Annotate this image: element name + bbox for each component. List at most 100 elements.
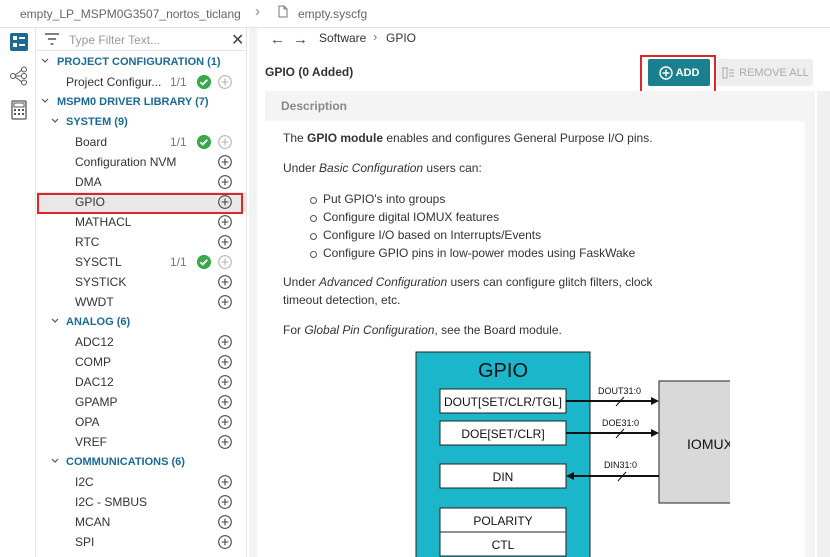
tree-item-sysctl[interactable]: SYSCTL 1/1 (37, 252, 246, 272)
add-circle-icon[interactable] (218, 415, 232, 429)
tree-item-label: MCAN (75, 515, 111, 529)
chevron-down-icon[interactable] (41, 57, 49, 65)
chevron-down-icon[interactable] (51, 457, 59, 465)
software-view-icon[interactable] (9, 32, 29, 52)
add-circle-icon[interactable] (218, 475, 232, 489)
add-circle-icon[interactable] (218, 355, 232, 369)
breadcrumb-software[interactable]: Software (319, 31, 367, 45)
file-tab[interactable]: empty.syscfg (298, 7, 368, 21)
tree-item-label: DMA (75, 175, 102, 189)
tree-item-label: VREF (75, 435, 108, 449)
module-tree-panel: ✕ PROJECT CONFIGURATION (1) Project Conf… (37, 28, 247, 557)
tree-item-gpamp[interactable]: GPAMP (37, 392, 246, 412)
check-circle-icon (197, 135, 211, 149)
scrollbar-thumb[interactable] (817, 91, 830, 557)
tree-item-label: I2C - SMBUS (75, 495, 148, 509)
category-project-configuration[interactable]: PROJECT CONFIGURATION (1) (37, 52, 246, 72)
bullet-item: Put GPIO's into groups (309, 192, 446, 206)
close-icon[interactable]: ✕ (231, 32, 245, 49)
arrow-left-icon[interactable]: ← (270, 31, 285, 48)
tree-item-configuration-nvm[interactable]: Configuration NVM (37, 152, 246, 172)
add-circle-icon[interactable] (218, 135, 232, 149)
category-label: PROJECT CONFIGURATION (1) (57, 56, 221, 68)
remove-all-button[interactable]: REMOVE ALL (717, 59, 813, 86)
add-circle-icon[interactable] (218, 335, 232, 349)
arrow-head (651, 429, 659, 437)
content-scrollbar[interactable] (817, 91, 830, 557)
add-circle-icon[interactable] (218, 375, 232, 389)
add-circle-icon[interactable] (218, 215, 232, 229)
calculator-icon[interactable] (9, 100, 29, 120)
tree-item-rtc[interactable]: RTC (37, 232, 246, 252)
add-circle-icon[interactable] (218, 435, 232, 449)
add-circle-icon[interactable] (218, 495, 232, 509)
add-circle-icon[interactable] (218, 395, 232, 409)
scrollbar-thumb[interactable] (249, 28, 257, 557)
activity-bar (0, 28, 36, 557)
tree-item-mcan[interactable]: MCAN (37, 512, 246, 532)
add-button[interactable]: ADD (648, 59, 710, 86)
filter-bar: ✕ (37, 28, 246, 51)
filter-input[interactable] (69, 31, 219, 48)
tree-item-label: SPI (75, 535, 95, 549)
tree-item-opa[interactable]: OPA (37, 412, 246, 432)
tree-item-wwdt[interactable]: WWDT (37, 292, 246, 312)
tree-item-systick[interactable]: SYSTICK (37, 272, 246, 292)
hierarchy-view-icon[interactable] (9, 66, 29, 86)
description-paragraph: For Global Pin Configuration, see the Bo… (283, 321, 562, 339)
category-analog[interactable]: ANALOG (6) (37, 312, 246, 332)
chevron-down-icon[interactable] (51, 317, 59, 325)
signal-label: DOUT31:0 (598, 386, 641, 396)
tree-item-gpio[interactable]: GPIO (37, 192, 246, 214)
add-circle-icon[interactable] (218, 235, 232, 249)
category-mspm0-driver-library[interactable]: MSPM0 DRIVER LIBRARY (7) (37, 92, 246, 112)
add-circle-icon[interactable] (218, 295, 232, 309)
register-box (439, 463, 567, 489)
register-label: POLARITY (473, 514, 532, 528)
bullet-item: Configure digital IOMUX features (309, 210, 500, 224)
tree-item-i2c[interactable]: I2C (37, 472, 246, 492)
sidebar-scrollbar[interactable] (249, 28, 258, 557)
tree-item-mathacl[interactable]: MATHACL (37, 212, 246, 232)
category-label: COMMUNICATIONS (6) (66, 456, 185, 468)
add-circle-icon[interactable] (218, 275, 232, 289)
tree-item-board[interactable]: Board 1/1 (37, 132, 246, 152)
title-tabbar: empty_LP_MSPM0G3507_nortos_ticlang › emp… (0, 0, 830, 28)
chevron-down-icon[interactable] (41, 97, 49, 105)
text-italic: Basic Configuration (319, 161, 424, 175)
register-box (439, 531, 567, 557)
register-label: CTL (492, 538, 515, 552)
category-communications[interactable]: COMMUNICATIONS (6) (37, 452, 246, 472)
add-circle-icon[interactable] (218, 155, 232, 169)
tree-item-label: Project Configur... (66, 75, 162, 89)
add-button-label: ADD (675, 66, 700, 79)
add-circle-icon[interactable] (218, 255, 232, 269)
add-circle-icon[interactable] (218, 75, 232, 89)
tree-item-i2c-smbus[interactable]: I2C - SMBUS (37, 492, 246, 512)
remove-all-label: REMOVE ALL (739, 66, 809, 79)
tree-item-label: MATHACL (75, 215, 132, 229)
tree-item-label: COMP (75, 355, 111, 369)
tree-item-label: SYSTICK (75, 275, 127, 289)
project-breadcrumb[interactable]: empty_LP_MSPM0G3507_nortos_ticlang (20, 7, 241, 21)
chevron-right-icon: › (373, 29, 378, 44)
add-circle-icon[interactable] (218, 515, 232, 529)
tree-item-spi[interactable]: SPI (37, 532, 246, 552)
tree-item-comp[interactable]: COMP (37, 352, 246, 372)
iomux-label: IOMUX (687, 436, 730, 452)
tree-item-adc12[interactable]: ADC12 (37, 332, 246, 352)
add-circle-icon[interactable] (218, 175, 232, 189)
description-heading[interactable]: Description (281, 99, 348, 113)
tree-item-dac12[interactable]: DAC12 (37, 372, 246, 392)
arrow-head (651, 397, 659, 405)
tree-item-vref[interactable]: VREF (37, 432, 246, 452)
tree-item-project-configuration[interactable]: Project Configur... 1/1 (37, 72, 246, 92)
arrow-right-icon[interactable]: → (293, 31, 308, 48)
tree-item-dma[interactable]: DMA (37, 172, 246, 192)
instance-count: 1/1 (170, 75, 187, 89)
category-system[interactable]: SYSTEM (9) (37, 112, 246, 132)
add-circle-icon[interactable] (218, 535, 232, 549)
register-label: DOE[SET/CLR] (461, 427, 544, 441)
add-circle-icon[interactable] (218, 195, 232, 209)
chevron-down-icon[interactable] (51, 117, 59, 125)
